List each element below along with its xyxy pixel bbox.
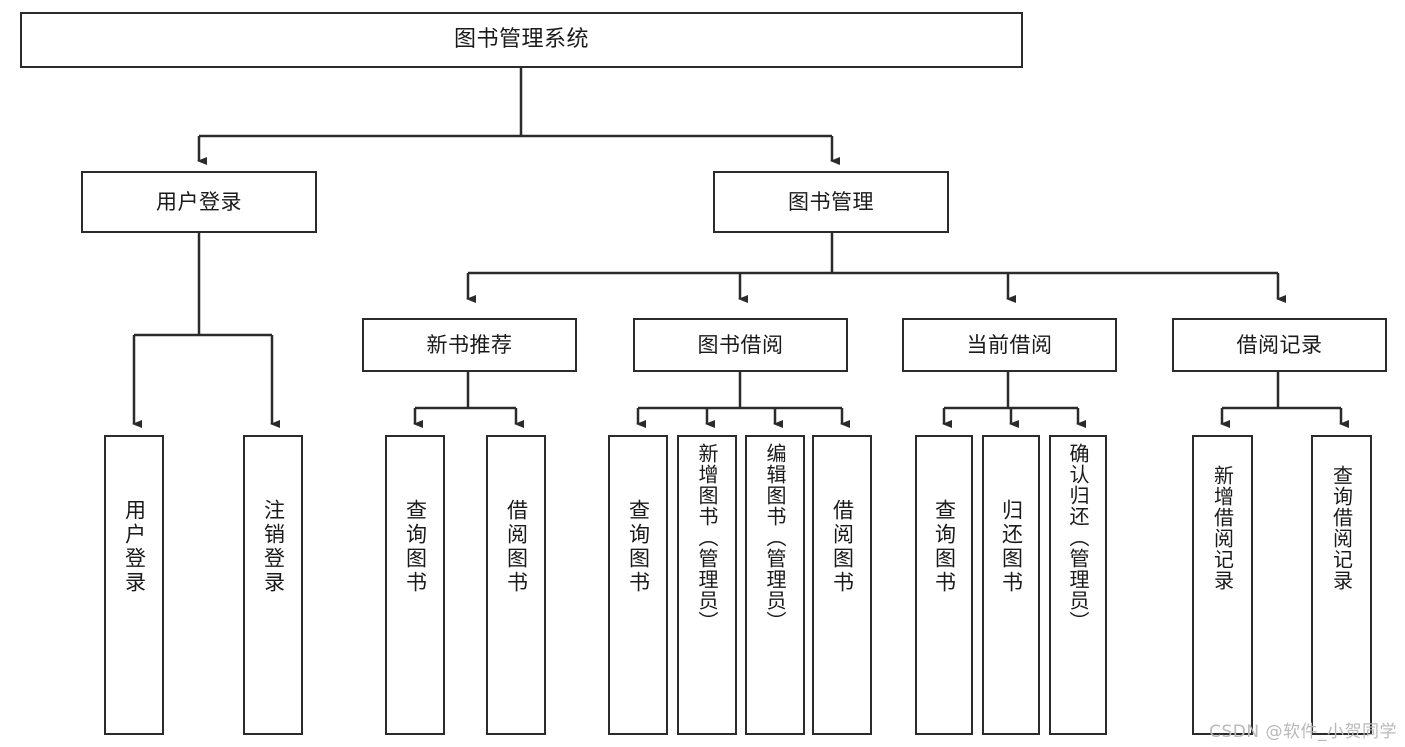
node-label: 图书借阅 (697, 332, 784, 357)
leaf-record-add-borrow-record[interactable]: 新增借阅记录 (1192, 435, 1253, 735)
leaf-borrow-add-book-admin[interactable]: 新增图书（管理员） (677, 435, 737, 735)
node-label: 图书管理系统 (453, 27, 589, 53)
node-label: 当前借阅 (966, 332, 1053, 357)
node-label: 用户登录 (156, 189, 242, 214)
node-book-borrow[interactable]: 图书借阅 (633, 318, 848, 372)
node-label: 编辑图书（管理员） (763, 443, 787, 632)
node-root-system[interactable]: 图书管理系统 (20, 12, 1023, 68)
node-label: 确认归还（管理员） (1066, 443, 1090, 632)
leaf-user-logout[interactable]: 注销登录 (243, 435, 303, 735)
node-label: 查询图书 (626, 499, 651, 595)
node-label: 借阅记录 (1236, 332, 1323, 357)
node-label: 查询图书 (403, 499, 428, 595)
node-label: 新增借阅记录 (1210, 465, 1235, 591)
leaf-record-query-borrow-record[interactable]: 查询借阅记录 (1311, 435, 1372, 735)
leaf-borrow-query-book[interactable]: 查询图书 (608, 435, 668, 735)
leaf-recommend-query-book[interactable]: 查询图书 (385, 435, 445, 735)
node-user-login[interactable]: 用户登录 (81, 171, 317, 233)
node-label: 借阅图书 (504, 499, 529, 595)
watermark: CSDN @软件_小贺同学 (1209, 722, 1397, 742)
leaf-current-confirm-return-admin[interactable]: 确认归还（管理员） (1049, 435, 1107, 735)
node-label: 注销登录 (261, 499, 286, 595)
node-borrow-record[interactable]: 借阅记录 (1172, 318, 1387, 372)
leaf-borrow-edit-book-admin[interactable]: 编辑图书（管理员） (745, 435, 805, 735)
leaf-user-login[interactable]: 用户登录 (104, 435, 164, 735)
leaf-recommend-borrow-book[interactable]: 借阅图书 (486, 435, 546, 735)
node-label: 查询图书 (932, 499, 957, 595)
node-label: 图书管理 (788, 189, 874, 214)
leaf-current-return-book[interactable]: 归还图书 (982, 435, 1040, 735)
node-current-borrow[interactable]: 当前借阅 (902, 318, 1117, 372)
leaf-current-query-book[interactable]: 查询图书 (915, 435, 973, 735)
node-label: 归还图书 (999, 499, 1024, 595)
leaf-borrow-borrow-book[interactable]: 借阅图书 (812, 435, 872, 735)
node-label: 新书推荐 (426, 332, 513, 357)
node-label: 用户登录 (122, 499, 147, 595)
node-label: 借阅图书 (830, 499, 855, 595)
node-label: 查询借阅记录 (1329, 465, 1354, 591)
node-label: 新增图书（管理员） (695, 443, 719, 632)
node-book-management[interactable]: 图书管理 (713, 171, 949, 233)
node-new-book-recommend[interactable]: 新书推荐 (362, 318, 577, 372)
